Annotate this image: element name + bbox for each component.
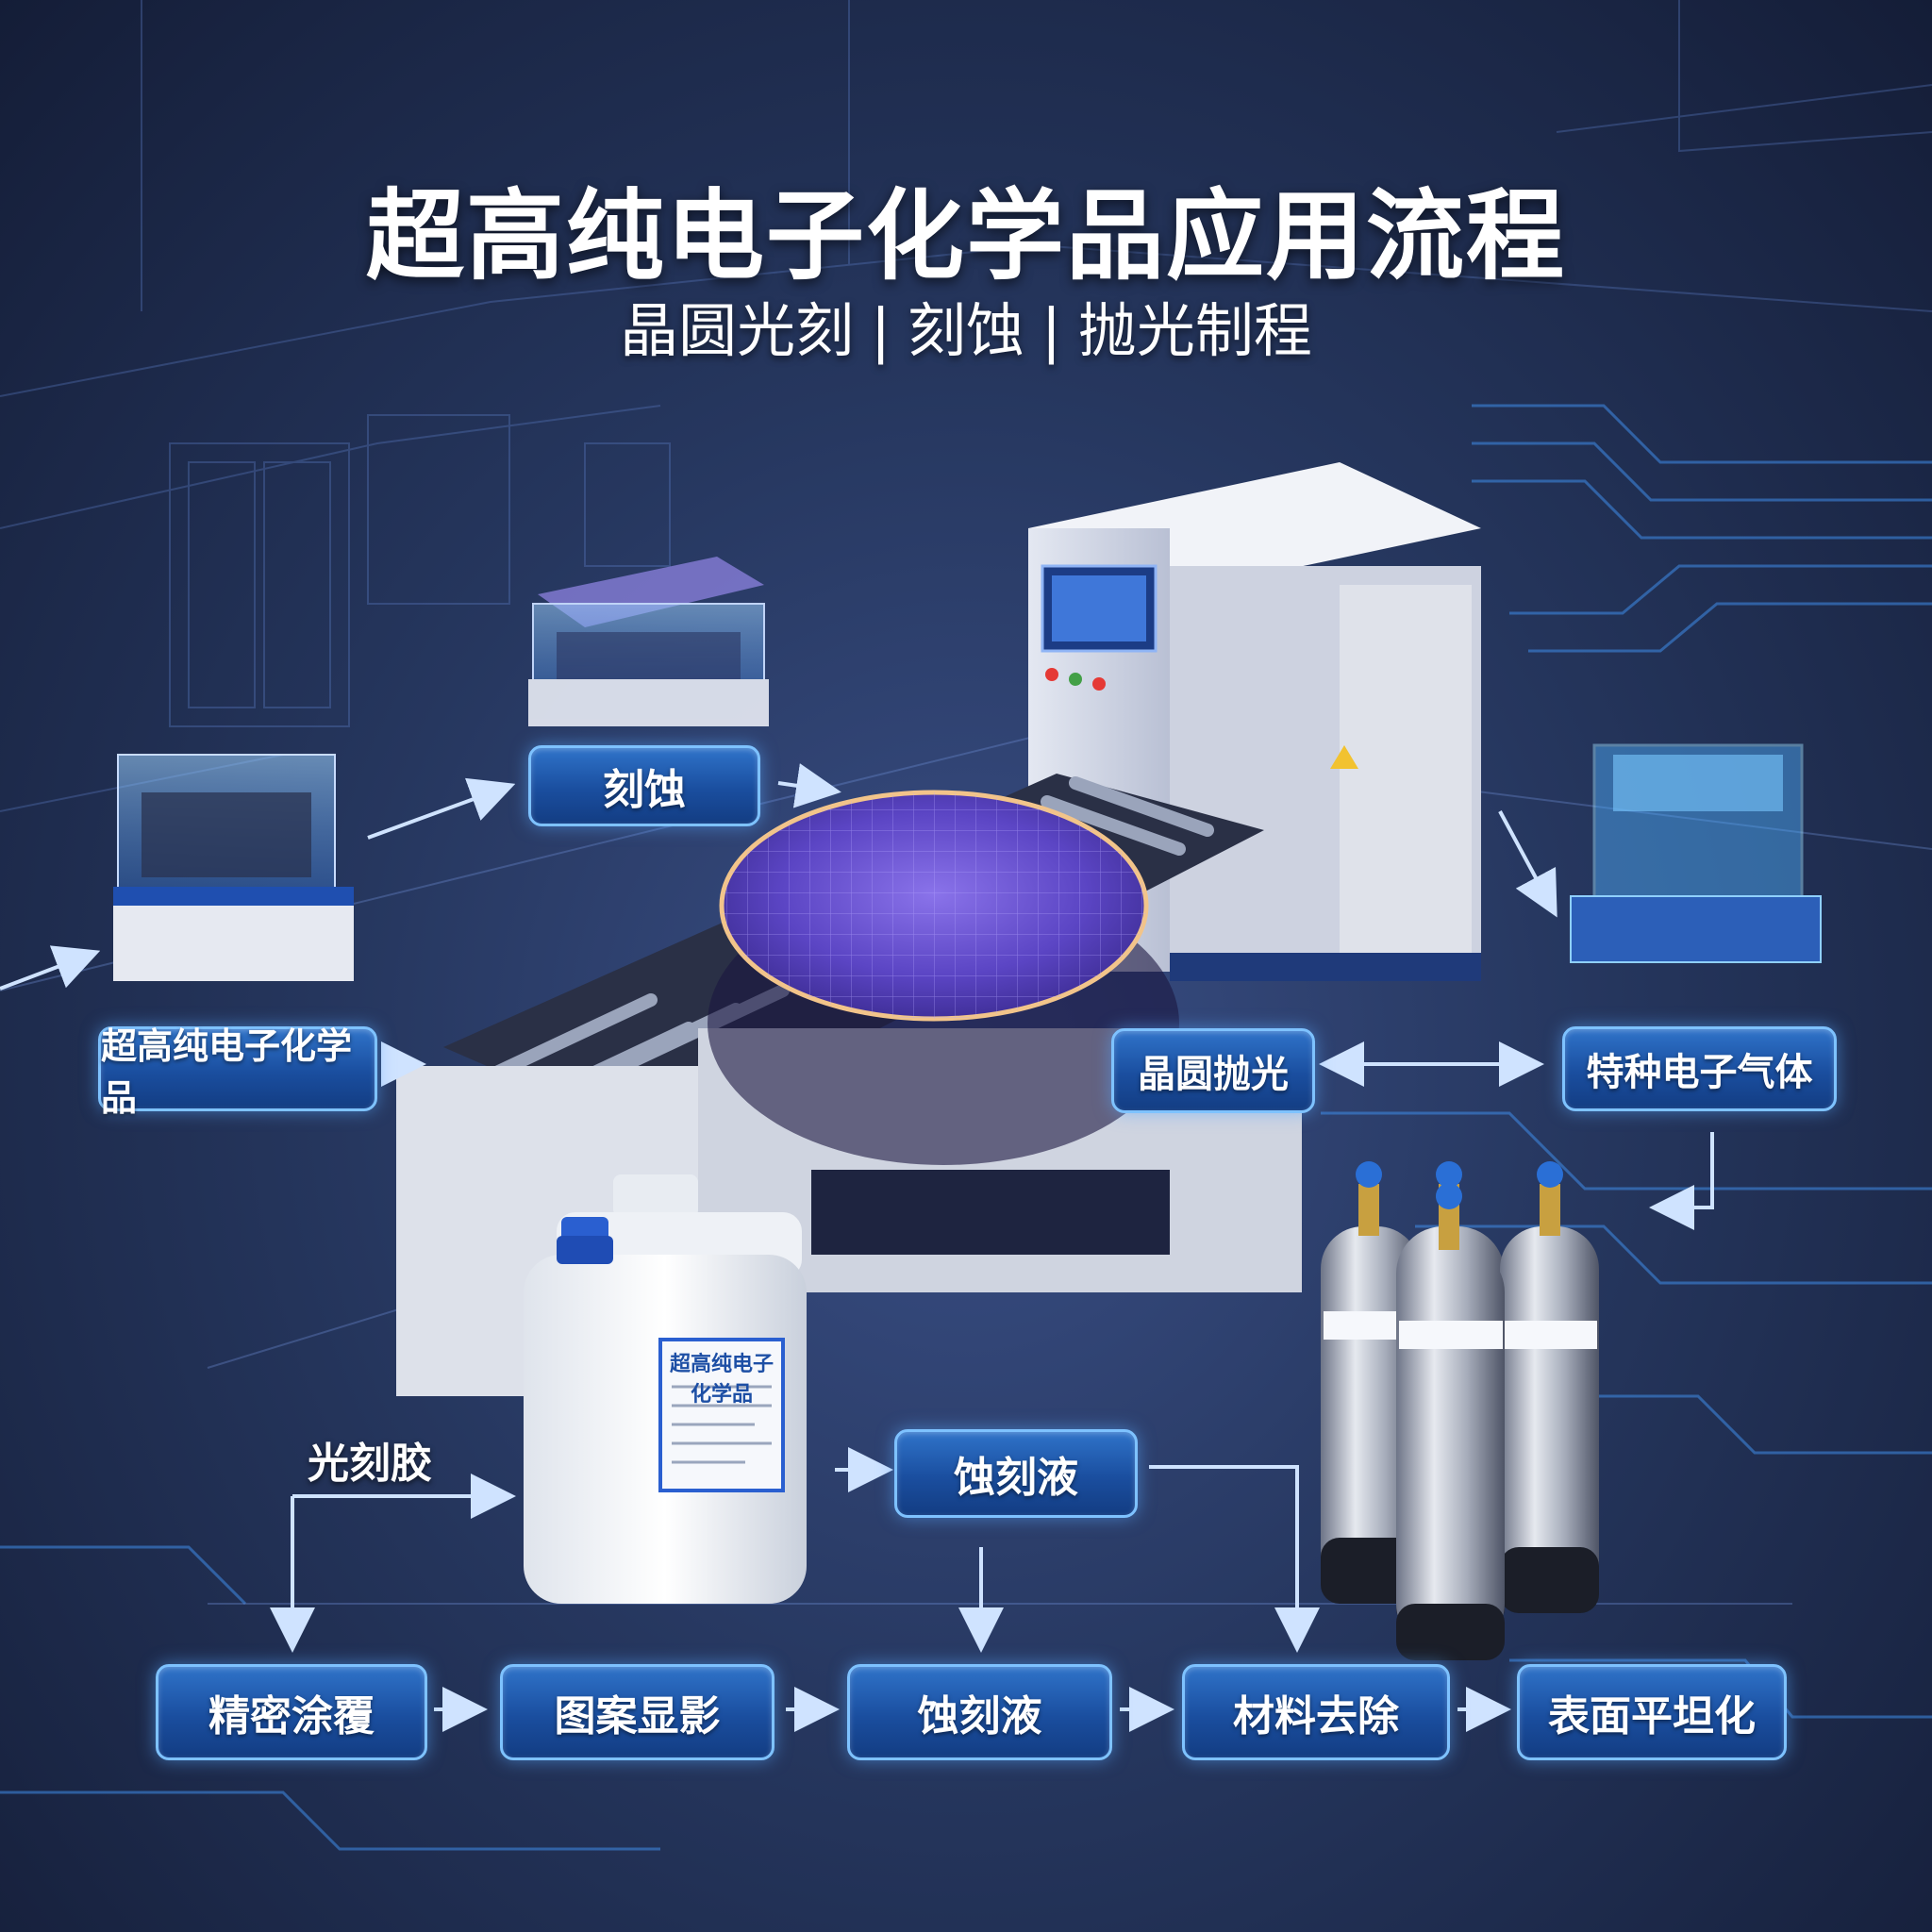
node-ultra-pure-chemicals: 超高纯电子化学品 <box>98 1025 377 1119</box>
subtitle-polishing: 抛光制程 <box>1077 296 1312 365</box>
arrow-to-cube <box>1498 810 1557 918</box>
arrow-etching-to-machine <box>777 763 841 808</box>
flow-arrows <box>0 763 1714 1732</box>
silicon-wafer <box>708 790 1179 1165</box>
step-pattern-developing: 图案显影 <box>500 1664 774 1760</box>
page-subtitle: 晶圆光刻|刻蚀|抛光制程 <box>0 283 1932 368</box>
gas-cylinders <box>1321 1161 1599 1660</box>
arrow-gas-down <box>1649 1132 1714 1230</box>
arrow-to-etching <box>367 777 516 840</box>
step-material-removal: 材料去除 <box>1182 1664 1450 1760</box>
arrow-etchant-to-removal <box>1149 1465 1320 1653</box>
node-special-gas: 特种电子气体 <box>1562 1026 1837 1111</box>
subtitle-separator-1: | <box>871 296 891 365</box>
step-surface-planarization: 表面平坦化 <box>1517 1664 1787 1760</box>
subtitle-lithography: 晶圆光刻 <box>620 296 855 365</box>
subtitle-separator-2: | <box>1041 296 1061 365</box>
subtitle-etching: 刻蚀 <box>907 296 1024 365</box>
jug-label: 超高纯电子化学品 <box>669 1353 774 1407</box>
node-etching: 刻蚀 <box>528 745 760 826</box>
label-photoresist: 光刻胶 <box>308 1440 432 1488</box>
node-etchant-mid: 蚀刻液 <box>894 1429 1138 1518</box>
processing-machine <box>1028 462 1481 981</box>
chemical-jug <box>524 1174 807 1604</box>
step-precision-coating: 精密涂覆 <box>156 1664 427 1760</box>
blueprint-lines <box>0 0 1932 812</box>
node-wafer-polishing: 晶圆抛光 <box>1111 1028 1315 1113</box>
glass-module-top <box>528 557 769 726</box>
glowing-cube-right <box>1570 743 1822 963</box>
arrow-to-left-module <box>0 945 101 991</box>
step-etchant: 蚀刻液 <box>847 1664 1112 1760</box>
circuit-traces <box>0 404 1932 1851</box>
glass-module-left <box>113 754 354 981</box>
page-title: 超高纯电子化学品应用流程 <box>365 178 1566 293</box>
